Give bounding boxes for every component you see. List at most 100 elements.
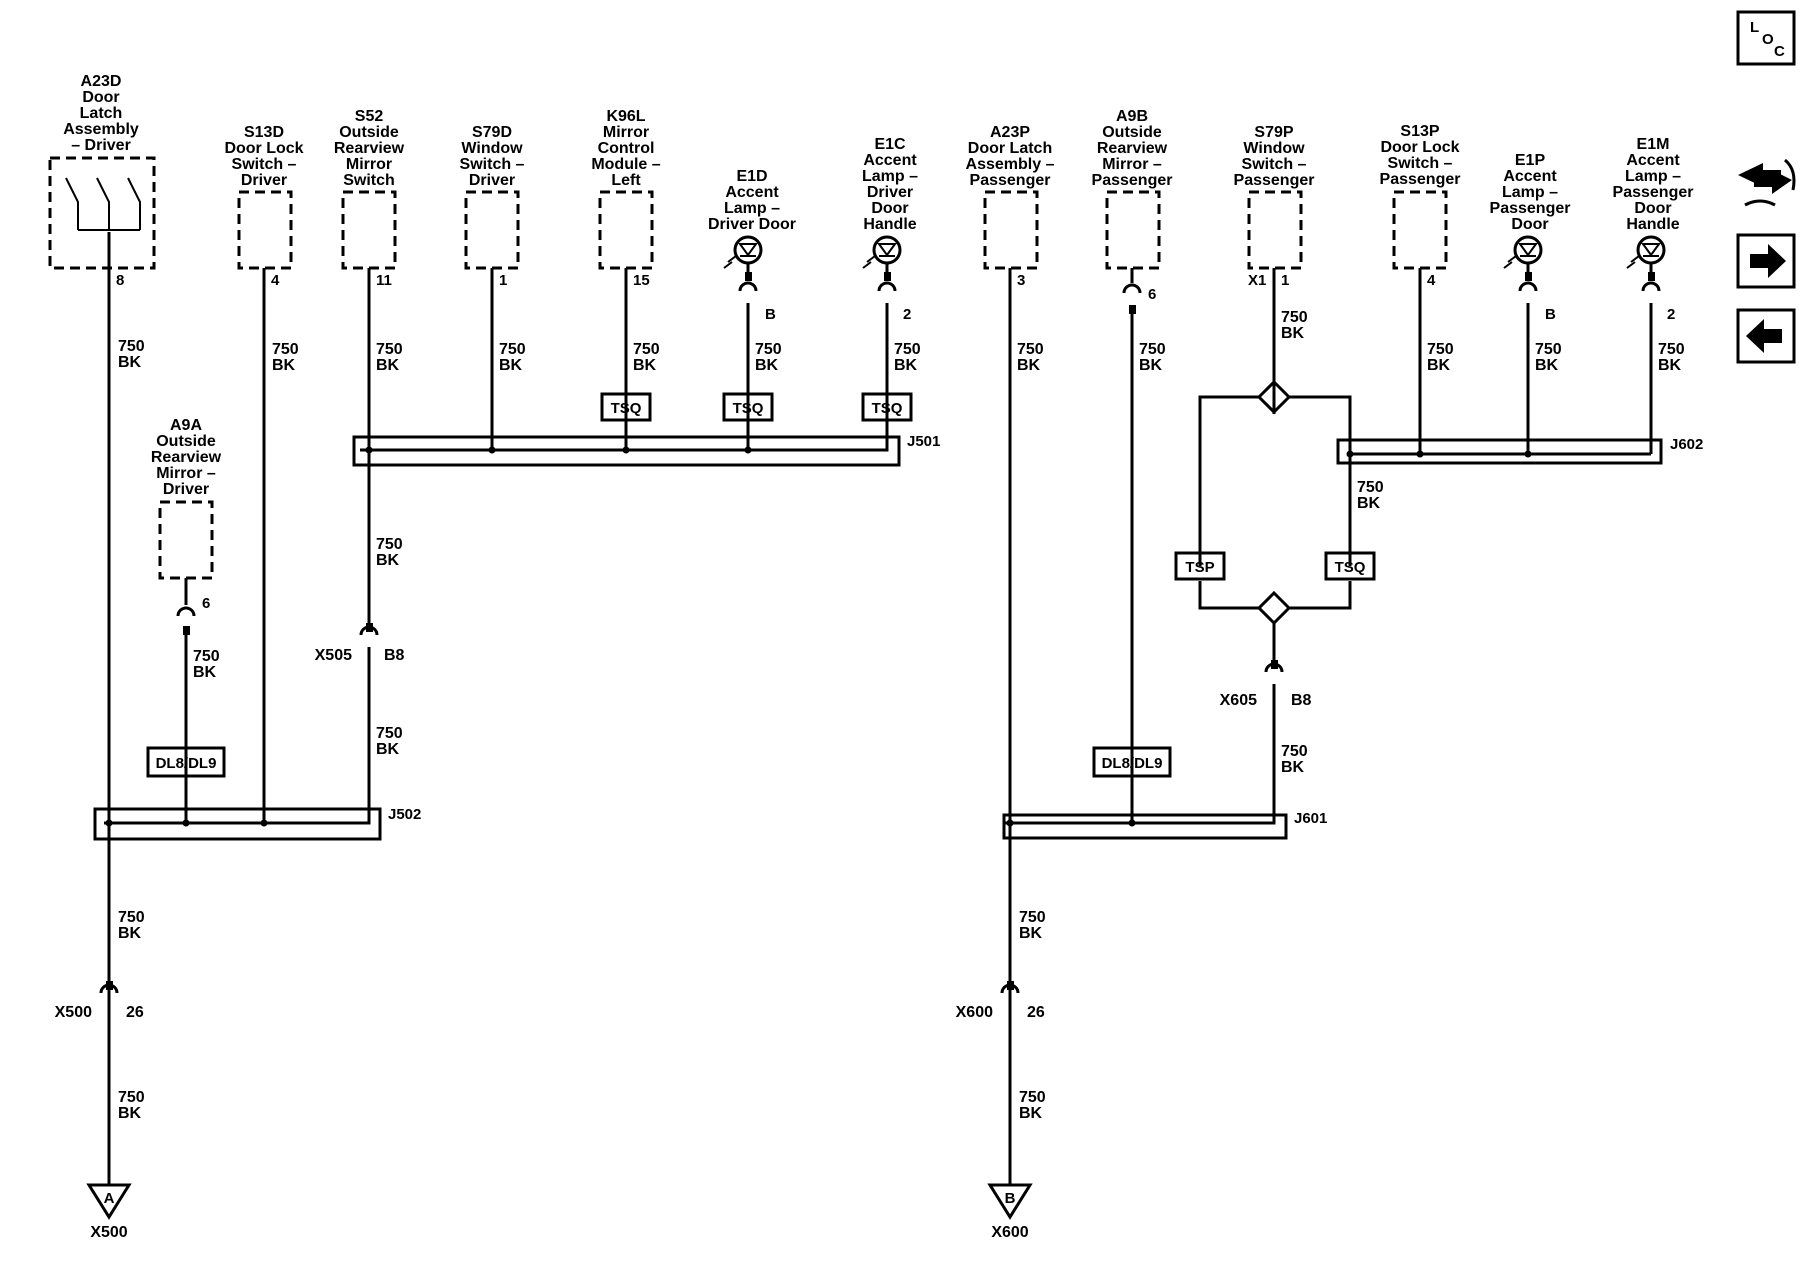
- label-e1d: E1D Accent Lamp – Driver Door: [708, 168, 796, 233]
- svg-text:BK: BK: [376, 357, 400, 374]
- swap-arrows-icon[interactable]: [1738, 158, 1796, 207]
- svg-text:2: 2: [1667, 306, 1675, 323]
- svg-text:J601: J601: [1294, 810, 1327, 827]
- svg-text:Switch –: Switch –: [1242, 156, 1307, 173]
- svg-text:Lamp –: Lamp –: [862, 168, 918, 185]
- svg-text:Door: Door: [82, 89, 119, 106]
- svg-text:Switch: Switch: [343, 172, 395, 189]
- loc-icon[interactable]: L O C: [1736, 10, 1796, 66]
- label-e1m: E1M Accent Lamp – Passenger Door Handle: [1613, 136, 1694, 233]
- svg-text:Rearview: Rearview: [334, 140, 405, 157]
- splice-j602: J602: [1336, 436, 1703, 465]
- svg-text:Mirror: Mirror: [603, 124, 649, 141]
- svg-text:B: B: [1005, 1190, 1016, 1207]
- svg-text:Handle: Handle: [1626, 216, 1679, 233]
- svg-text:4: 4: [271, 272, 280, 289]
- svg-text:TSQ: TSQ: [611, 400, 642, 417]
- svg-text:Control: Control: [598, 140, 655, 157]
- svg-text:Mirror: Mirror: [346, 156, 392, 173]
- ground-a: A X500: [86, 1183, 132, 1241]
- inline-connectors: [99, 281, 1661, 994]
- e1p-led-icon: [1503, 235, 1543, 269]
- option-dl-a9b: DL8/DL9: [1092, 746, 1172, 778]
- svg-text:X605: X605: [1220, 692, 1257, 709]
- svg-text:BK: BK: [499, 357, 523, 374]
- svg-text:O: O: [1762, 31, 1774, 48]
- svg-text:B: B: [765, 306, 776, 323]
- option-tsq-k96l: TSQ: [600, 392, 652, 422]
- svg-text:B8: B8: [384, 647, 405, 664]
- s52-switch-box: [341, 190, 397, 270]
- svg-text:Lamp –: Lamp –: [1625, 168, 1681, 185]
- svg-text:750: 750: [118, 338, 145, 355]
- svg-text:S13D: S13D: [244, 124, 284, 141]
- svg-text:3: 3: [1017, 272, 1025, 289]
- svg-text:A9A: A9A: [170, 417, 202, 434]
- svg-text:A9B: A9B: [1116, 108, 1148, 125]
- svg-text:DL8/DL9: DL8/DL9: [1102, 755, 1163, 772]
- svg-text:TSQ: TSQ: [872, 400, 903, 417]
- back-arrow-icon[interactable]: [1736, 308, 1796, 364]
- svg-text:BK: BK: [193, 664, 217, 681]
- svg-text:X1: X1: [1248, 272, 1266, 289]
- svg-text:BK: BK: [1281, 325, 1305, 342]
- label-s52: S52 Outside Rearview Mirror Switch: [334, 108, 405, 189]
- option-tsq-e1d: TSQ: [722, 392, 774, 422]
- next-arrow-icon[interactable]: [1736, 233, 1796, 289]
- svg-text:X500: X500: [55, 1004, 92, 1021]
- svg-text:750: 750: [894, 341, 921, 358]
- svg-text:BK: BK: [633, 357, 657, 374]
- svg-text:Door: Door: [871, 200, 908, 217]
- svg-text:6: 6: [202, 595, 210, 612]
- svg-text:Mirror –: Mirror –: [1102, 156, 1162, 173]
- e1c-led-icon: [862, 235, 902, 269]
- a23d-latch-assembly: [48, 156, 156, 270]
- svg-text:Handle: Handle: [863, 216, 916, 233]
- svg-text:Passenger: Passenger: [1380, 171, 1461, 188]
- svg-text:BK: BK: [1357, 495, 1381, 512]
- svg-text:Assembly –: Assembly –: [966, 156, 1055, 173]
- svg-text:750: 750: [272, 341, 299, 358]
- svg-text:X600: X600: [991, 1224, 1028, 1241]
- svg-text:X505: X505: [315, 647, 352, 664]
- svg-text:Module –: Module –: [591, 156, 660, 173]
- splice-diamond-bottom: [1256, 590, 1292, 626]
- svg-text:B8: B8: [1291, 692, 1312, 709]
- svg-text:K96L: K96L: [606, 108, 645, 125]
- svg-text:Switch –: Switch –: [1388, 155, 1453, 172]
- svg-text:Window: Window: [461, 140, 523, 157]
- svg-text:Switch –: Switch –: [460, 156, 525, 173]
- pin-labels: 8 4 11 1 15 B 2 3 6 X1 1 4 B 2 6: [116, 272, 1675, 612]
- svg-text:750: 750: [376, 725, 403, 742]
- svg-text:1: 1: [1281, 272, 1289, 289]
- connector-labels: X505 B8 X605 B8 X500 26 X600 26: [55, 647, 1312, 1021]
- splice-j501: J501: [352, 433, 940, 467]
- svg-text:E1D: E1D: [736, 168, 767, 185]
- svg-text:Driver: Driver: [163, 481, 209, 498]
- svg-text:BK: BK: [118, 925, 142, 942]
- label-s79d: S79D Window Switch – Driver: [460, 124, 525, 189]
- svg-text:Passenger: Passenger: [970, 172, 1051, 189]
- svg-text:Driver: Driver: [469, 172, 515, 189]
- svg-text:26: 26: [1027, 1004, 1045, 1021]
- svg-text:X500: X500: [90, 1224, 127, 1241]
- svg-text:Assembly: Assembly: [63, 121, 139, 138]
- svg-text:Door: Door: [1634, 200, 1671, 217]
- svg-text:BK: BK: [1019, 1105, 1043, 1122]
- svg-text:750: 750: [1357, 479, 1384, 496]
- e1m-led-icon: [1626, 235, 1666, 269]
- svg-text:750: 750: [633, 341, 660, 358]
- svg-text:Rearview: Rearview: [1097, 140, 1168, 157]
- connector-pin-blocks: [106, 272, 1655, 990]
- s13p-switch-box: [1392, 190, 1448, 270]
- svg-text:Outside: Outside: [156, 433, 216, 450]
- svg-text:Door: Door: [1511, 216, 1548, 233]
- k96l-module-box: [598, 190, 654, 270]
- a23p-latch-box: [983, 190, 1039, 270]
- splice-j601: J601: [1002, 810, 1327, 840]
- svg-text:B: B: [1545, 306, 1556, 323]
- svg-text:X600: X600: [956, 1004, 993, 1021]
- svg-text:BK: BK: [272, 357, 296, 374]
